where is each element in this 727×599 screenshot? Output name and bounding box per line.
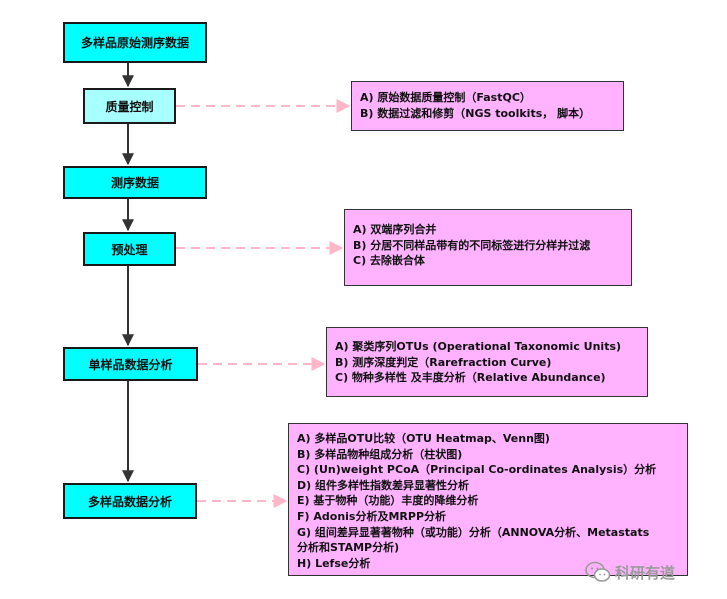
note-line: C) 物种多样性 及丰度分析（Relative Abundance) [335, 371, 606, 385]
step-sequencing-data: 测序数据 [63, 166, 207, 199]
note-line: C) 去除嵌合体 [353, 254, 425, 268]
wechat-icon [585, 561, 611, 582]
step-label: 测序数据 [110, 176, 159, 190]
step-multi-sample-analysis: 多样品数据分析 [63, 483, 197, 519]
note-line: B) 分居不同样品带有的不同标签进行分样并过滤 [353, 238, 591, 252]
note-line: G) 组间差异显著著物种（或功能）分析（ANNOVA分析、Metastats [297, 525, 650, 539]
note-line: A) 聚类序列OTUs (Operational Taxonomic Units… [335, 340, 622, 353]
note-line: D) 组件多样性指数差异显著性分析 [297, 478, 469, 492]
step-label: 预处理 [111, 242, 148, 257]
step-single-sample-analysis: 单样品数据分析 [63, 347, 198, 381]
note-line: H) Lefse分析 [297, 556, 371, 570]
note-line: B) 多样品物种组成分析（柱状图) [297, 447, 463, 461]
note-line: C) (Un)weight PCoA（Principal Co-ordinate… [297, 463, 657, 477]
note-line: E) 基于物种（功能）丰度的降维分析 [297, 494, 479, 508]
watermark-text: 科研有道 [615, 563, 676, 582]
note-line: 分析和STAMP分析) [297, 541, 400, 555]
note-line: F) Adonis分析及MRPP分析 [297, 509, 447, 523]
step-preprocessing: 预处理 [83, 232, 176, 266]
note-line: A) 双端序列合并 [353, 223, 437, 236]
note-line: A) 多样品OTU比较（OTU Heatmap、Venn图) [297, 432, 550, 445]
note-quality-control: A) 原始数据质量控制（FastQC） B) 数据过滤和修剪（NGS toolk… [351, 81, 624, 131]
note-preprocessing: A) 双端序列合并 B) 分居不同样品带有的不同标签进行分样并过滤 C) 去除嵌… [344, 209, 632, 286]
step-label: 质量控制 [105, 99, 154, 114]
step-label: 单样品数据分析 [88, 357, 173, 372]
note-single-sample: A) 聚类序列OTUs (Operational Taxonomic Units… [326, 327, 648, 397]
step-label: 多样品数据分析 [87, 494, 172, 509]
note-line: B) 数据过滤和修剪（NGS toolkits， 脚本） [360, 106, 591, 120]
step-raw-data: 多样品原始测序数据 [63, 22, 207, 63]
step-label: 多样品原始测序数据 [80, 36, 189, 50]
watermark: 科研有道 [585, 560, 715, 584]
note-multi-sample: A) 多样品OTU比较（OTU Heatmap、Venn图) B) 多样品物种组… [288, 423, 688, 576]
step-quality-control: 质量控制 [83, 88, 176, 124]
note-line: B) 测序深度判定（Rarefraction Curve) [335, 355, 552, 369]
note-line: A) 原始数据质量控制（FastQC） [360, 91, 531, 104]
